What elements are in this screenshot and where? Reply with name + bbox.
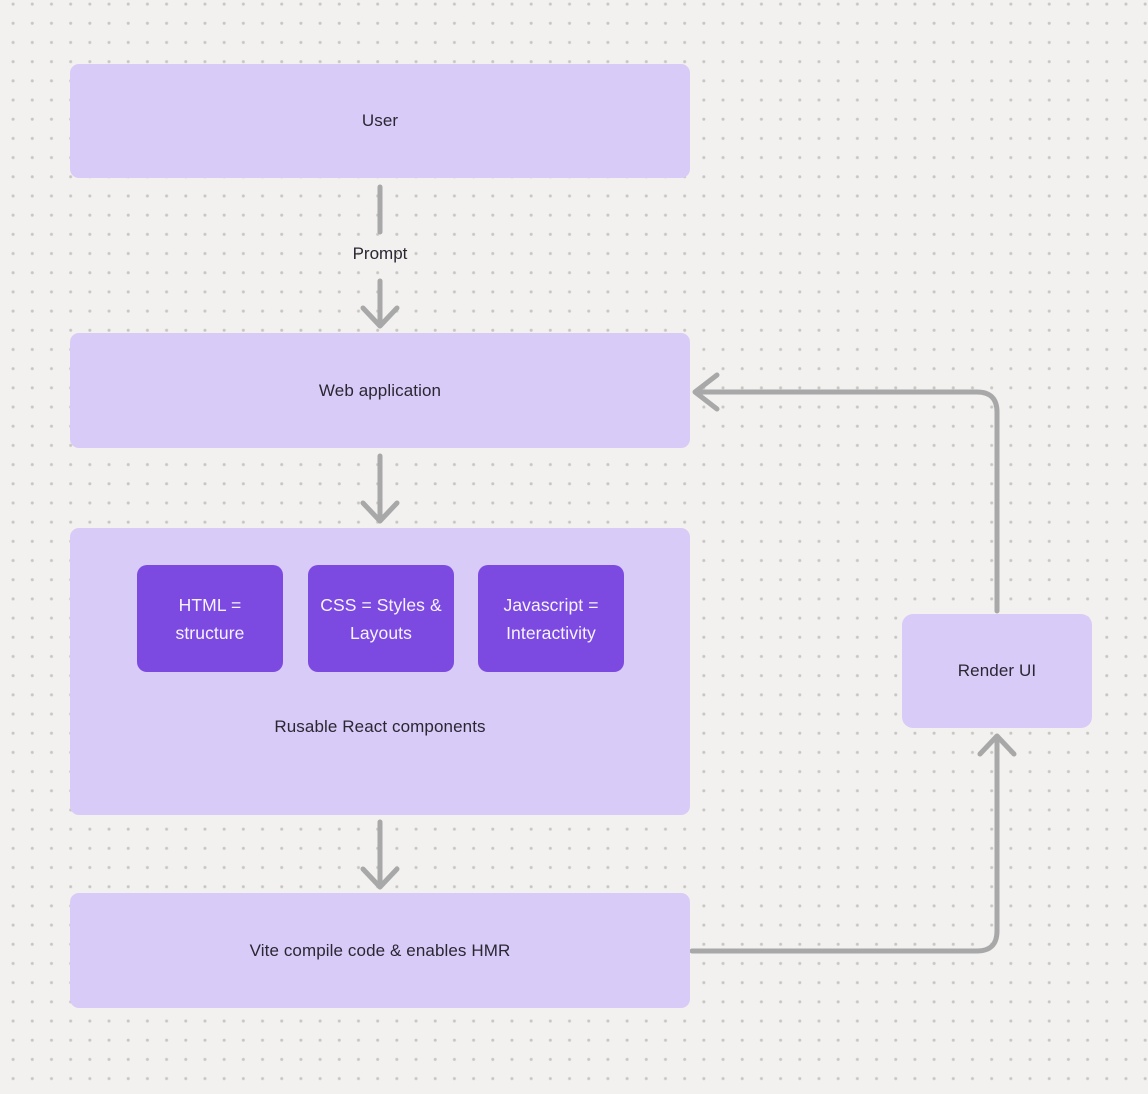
node-render-ui[interactable]: Render UI (902, 614, 1092, 728)
node-vite-label: Vite compile code & enables HMR (249, 940, 511, 960)
arrowhead-up-renderui (977, 733, 1017, 757)
node-user[interactable]: User (70, 64, 690, 178)
node-react-components[interactable]: HTML = structure CSS = Styles & Layouts … (70, 528, 690, 815)
edge-renderui-webapp (696, 389, 1000, 614)
edge-vite-renderui (689, 737, 1000, 954)
edge-label-prompt: Prompt (352, 244, 408, 263)
node-render-ui-label: Render UI (957, 661, 1037, 680)
subnode-javascript[interactable]: Javascript = Interactivity (478, 565, 624, 672)
arrowhead-down-webapp (360, 305, 400, 329)
node-vite[interactable]: Vite compile code & enables HMR (70, 893, 690, 1008)
subnode-html[interactable]: HTML = structure (137, 565, 283, 672)
subnode-css-label: CSS = Styles & Layouts (320, 594, 442, 643)
subnode-css[interactable]: CSS = Styles & Layouts (308, 565, 454, 672)
node-web-application[interactable]: Web application (70, 333, 690, 448)
subnode-javascript-label: Javascript = Interactivity (503, 594, 599, 643)
subnode-html-label: HTML = structure (175, 594, 245, 643)
arrowhead-left-webapp (692, 372, 720, 412)
node-react-components-label: Rusable React components (274, 717, 486, 736)
node-web-application-label: Web application (318, 380, 442, 400)
arrowhead-down-vite (360, 866, 400, 890)
arrowhead-down-components (360, 500, 400, 524)
node-user-label: User (361, 111, 399, 130)
